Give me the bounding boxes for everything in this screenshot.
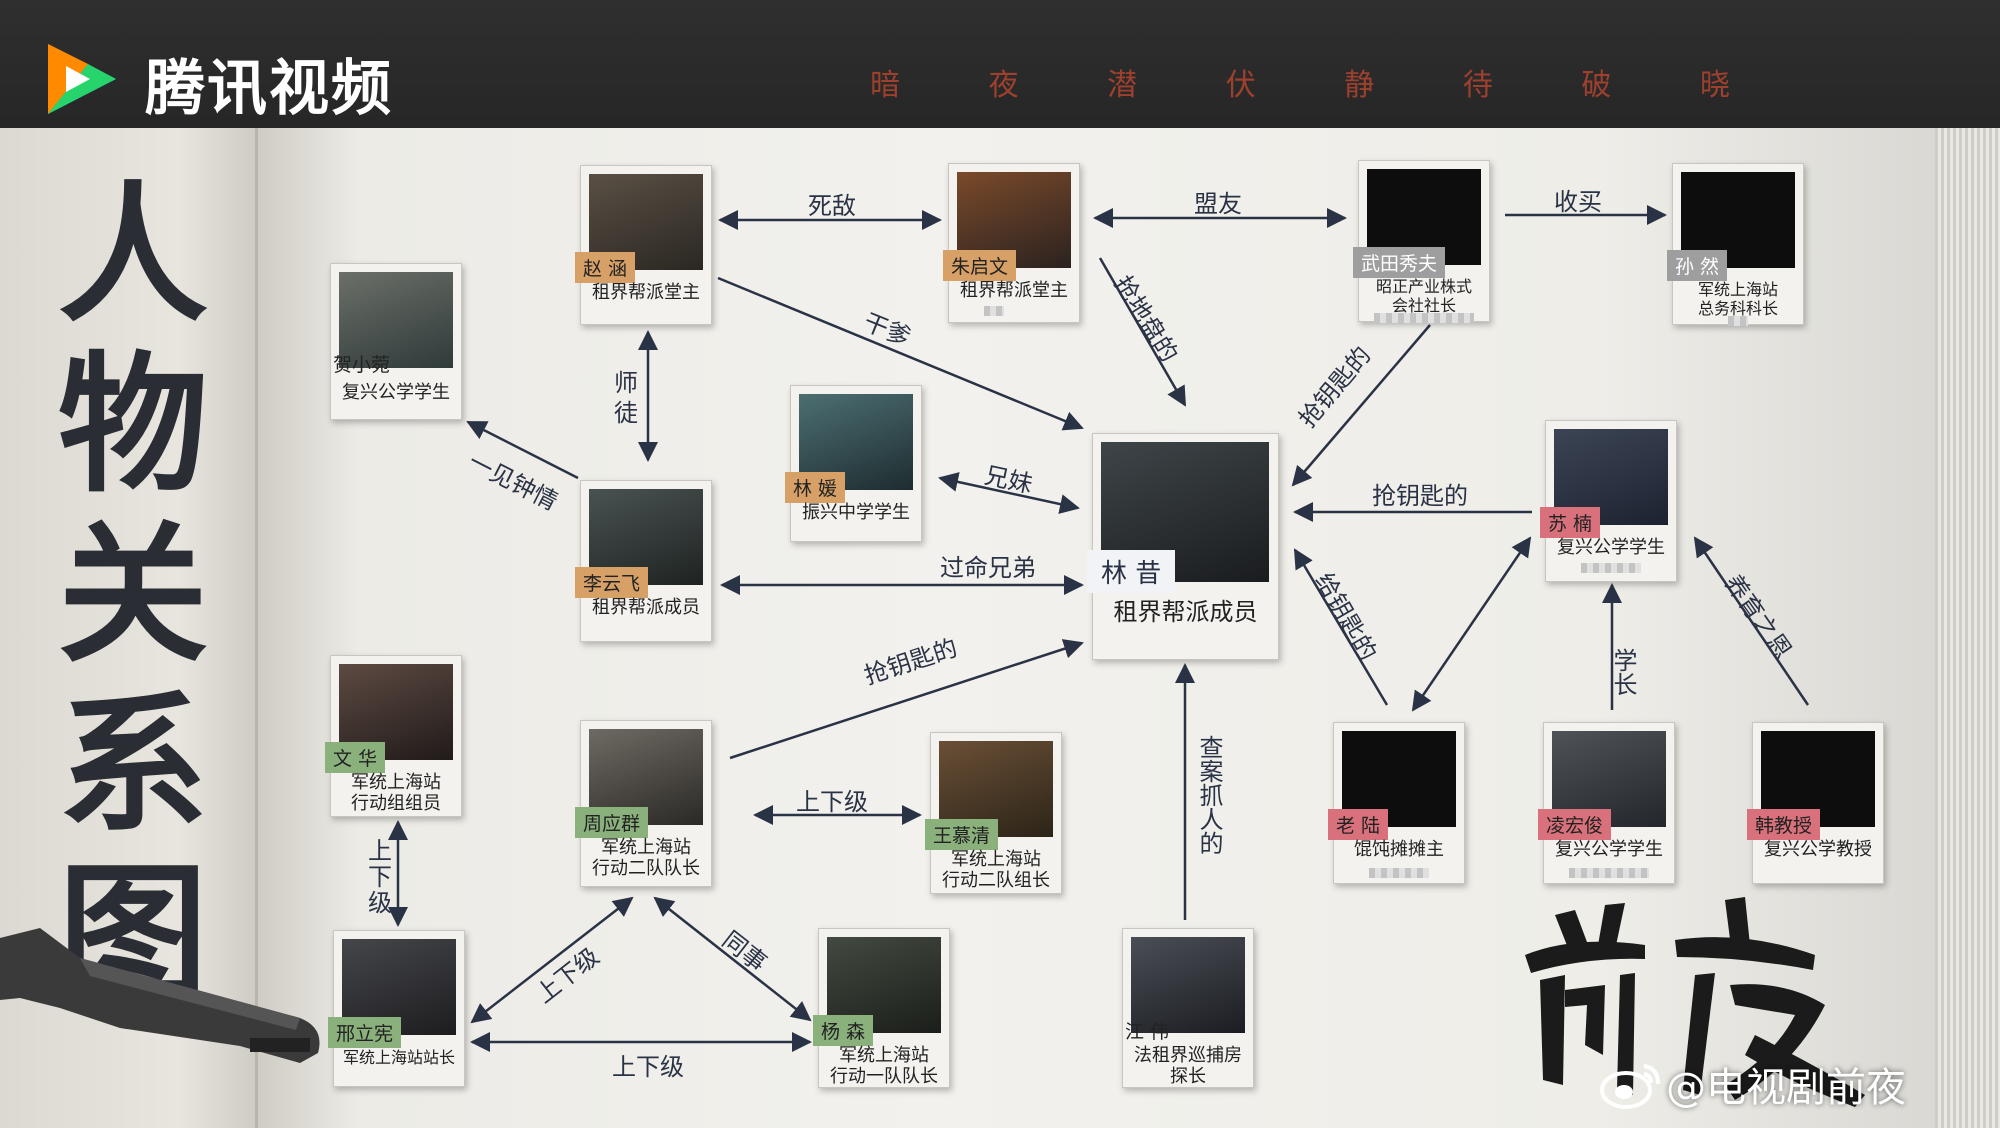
top-bar: 腾讯视频 暗 夜 潜 伏 静 待 破 晓 (0, 0, 2000, 128)
name-tag: 文 华 (325, 742, 386, 773)
character-card-zhaohan[interactable]: 赵 涵 租界帮派堂主 (575, 165, 712, 325)
book-page-edges (1935, 128, 2000, 1128)
character-role: 租界帮派成员 (592, 597, 700, 618)
blurred-text (1369, 868, 1429, 878)
character-role: 租界帮派堂主 (592, 282, 700, 303)
character-role: 复兴公学学生 (1557, 537, 1665, 558)
character-card-laolu[interactable]: 老 陆 馄饨摊摊主 (1328, 722, 1465, 884)
character-role: 复兴公学学生 (1555, 839, 1663, 860)
character-card-suyu[interactable]: 苏 楠 复兴公学学生 (1540, 420, 1677, 582)
relation-label: 盟友 (1194, 190, 1242, 218)
title-char: 人 (57, 167, 208, 343)
name-tag: 周应群 (575, 807, 649, 838)
slogan-char: 晓 (1699, 68, 1730, 103)
name-tag: 贺小菀 (333, 354, 391, 376)
character-role: 租界帮派成员 (1113, 598, 1258, 626)
name-tag: 李云飞 (575, 567, 649, 598)
character-role: 军统上海站 行动二队队长 (592, 837, 700, 879)
character-photo (1131, 937, 1245, 1033)
name-tag: 苏 楠 (1540, 507, 1601, 538)
blurred-text (984, 306, 1004, 316)
relation-label: 抢钥匙的 (1372, 482, 1468, 510)
tencent-video-play-icon (48, 44, 116, 114)
slogan: 暗 夜 潜 伏 静 待 破 晓 (870, 60, 1730, 103)
slogan-char: 夜 (988, 68, 1019, 103)
name-tag: 孙 然 (1667, 250, 1728, 281)
blurred-text (1569, 868, 1649, 878)
name-tag: 凌宏俊 (1538, 809, 1612, 840)
character-role: 复兴公学教授 (1764, 839, 1872, 860)
character-card-jiangwei[interactable]: 江 伟 法租界巡捕房 探长 (1122, 928, 1254, 1088)
slogan-char: 伏 (1225, 68, 1256, 103)
character-card-linyuan[interactable]: 林 媛 振兴中学学生 (785, 385, 922, 542)
pistol-icon (0, 928, 320, 1063)
character-role: 法租界巡捕房 探长 (1134, 1045, 1242, 1087)
character-card-linghongjun[interactable]: 凌宏俊 复兴公学学生 (1538, 722, 1675, 884)
slogan-char: 潜 (1107, 68, 1138, 103)
character-role: 军统上海站 行动组组员 (351, 772, 441, 814)
character-card-linxi[interactable]: 林 昔 租界帮派成员 (1087, 433, 1279, 660)
character-role: 军统上海站 行动一队队长 (830, 1045, 938, 1087)
name-tag: 老 陆 (1328, 809, 1389, 840)
character-card-hanjiaoshou[interactable]: 韩教授 复兴公学教授 (1747, 722, 1884, 884)
name-tag: 武田秀夫 (1353, 247, 1446, 278)
character-role: 军统上海站 行动二队组长 (942, 849, 1050, 891)
character-card-wutian[interactable]: 武田秀夫 昭正产业株式 会社社长 (1353, 160, 1490, 323)
relation-label: 收买 (1554, 188, 1602, 216)
title-char: 关 (57, 507, 208, 683)
title-char: 系 (57, 677, 208, 853)
blurred-text (1374, 313, 1474, 323)
relation-label: 上下级 (796, 788, 868, 816)
name-tag: 韩教授 (1747, 809, 1821, 840)
character-role: 昭正产业株式 会社社长 (1375, 277, 1472, 315)
relation-label: 查案抓人的 (1195, 735, 1223, 855)
character-card-liyunfei[interactable]: 李云飞 租界帮派成员 (575, 480, 712, 642)
relation-label: 上下级 (612, 1053, 684, 1081)
character-card-hexiaowan[interactable]: 贺小菀 复兴公学学生 (330, 263, 462, 420)
character-role: 复兴公学学生 (342, 382, 450, 403)
name-tag: 朱启文 (943, 250, 1017, 281)
calligraphy-logo (1525, 897, 1865, 1107)
relation-label: 上 下 级 (368, 837, 392, 917)
weibo-icon (1600, 1064, 1660, 1109)
name-tag: 林 媛 (785, 472, 846, 503)
character-role: 租界帮派堂主 (960, 280, 1068, 301)
character-card-wenhua[interactable]: 文 华 军统上海站 行动组组员 (325, 655, 462, 817)
slogan-char: 待 (1462, 68, 1493, 103)
character-card-zhouyingqun[interactable]: 周应群 军统上海站 行动二队队长 (575, 720, 712, 887)
character-card-xinglixian[interactable]: 邢立宪 军统上海站站长 (328, 930, 465, 1087)
character-role: 振兴中学学生 (802, 502, 910, 523)
relation-label: 学长 (1609, 648, 1637, 696)
title-char: 物 (57, 337, 208, 513)
name-tag: 赵 涵 (575, 252, 636, 283)
name-tag: 邢立宪 (328, 1017, 402, 1048)
character-card-wangmuqing[interactable]: 王慕清 军统上海站 行动二队组长 (925, 732, 1062, 894)
character-card-yangsen[interactable]: 杨 森 军统上海站 行动一队队长 (813, 928, 950, 1088)
name-tag: 林 昔 (1087, 550, 1176, 593)
blurred-text (1728, 316, 1748, 326)
relation-label: 师 徒 (614, 369, 638, 427)
name-tag: 王慕清 (925, 819, 999, 850)
brand-name: 腾讯视频 (145, 54, 393, 124)
character-card-sunran[interactable]: 孙 然 军统上海站 总务科科长 (1667, 163, 1804, 326)
name-tag: 江 伟 (1125, 1021, 1170, 1043)
weibo-watermark: @电视剧前夜 (1666, 1065, 1906, 1111)
blurred-text (1581, 563, 1641, 573)
relation-label: 过命兄弟 (940, 554, 1036, 582)
name-tag: 杨 森 (813, 1015, 874, 1046)
slogan-char: 静 (1344, 68, 1375, 103)
relation-label: 死敌 (808, 192, 856, 220)
character-card-zhuqiwen[interactable]: 朱启文 租界帮派堂主 (943, 163, 1080, 323)
page-title: 人 物 关 系 图 (48, 170, 218, 1020)
character-role: 军统上海站 总务科科长 (1697, 280, 1778, 318)
slogan-char: 破 (1581, 68, 1612, 103)
character-photo (339, 272, 453, 368)
slogan-char: 暗 (870, 68, 900, 103)
character-role: 军统上海站站长 (342, 1048, 455, 1067)
character-role: 馄饨摊摊主 (1354, 839, 1444, 860)
